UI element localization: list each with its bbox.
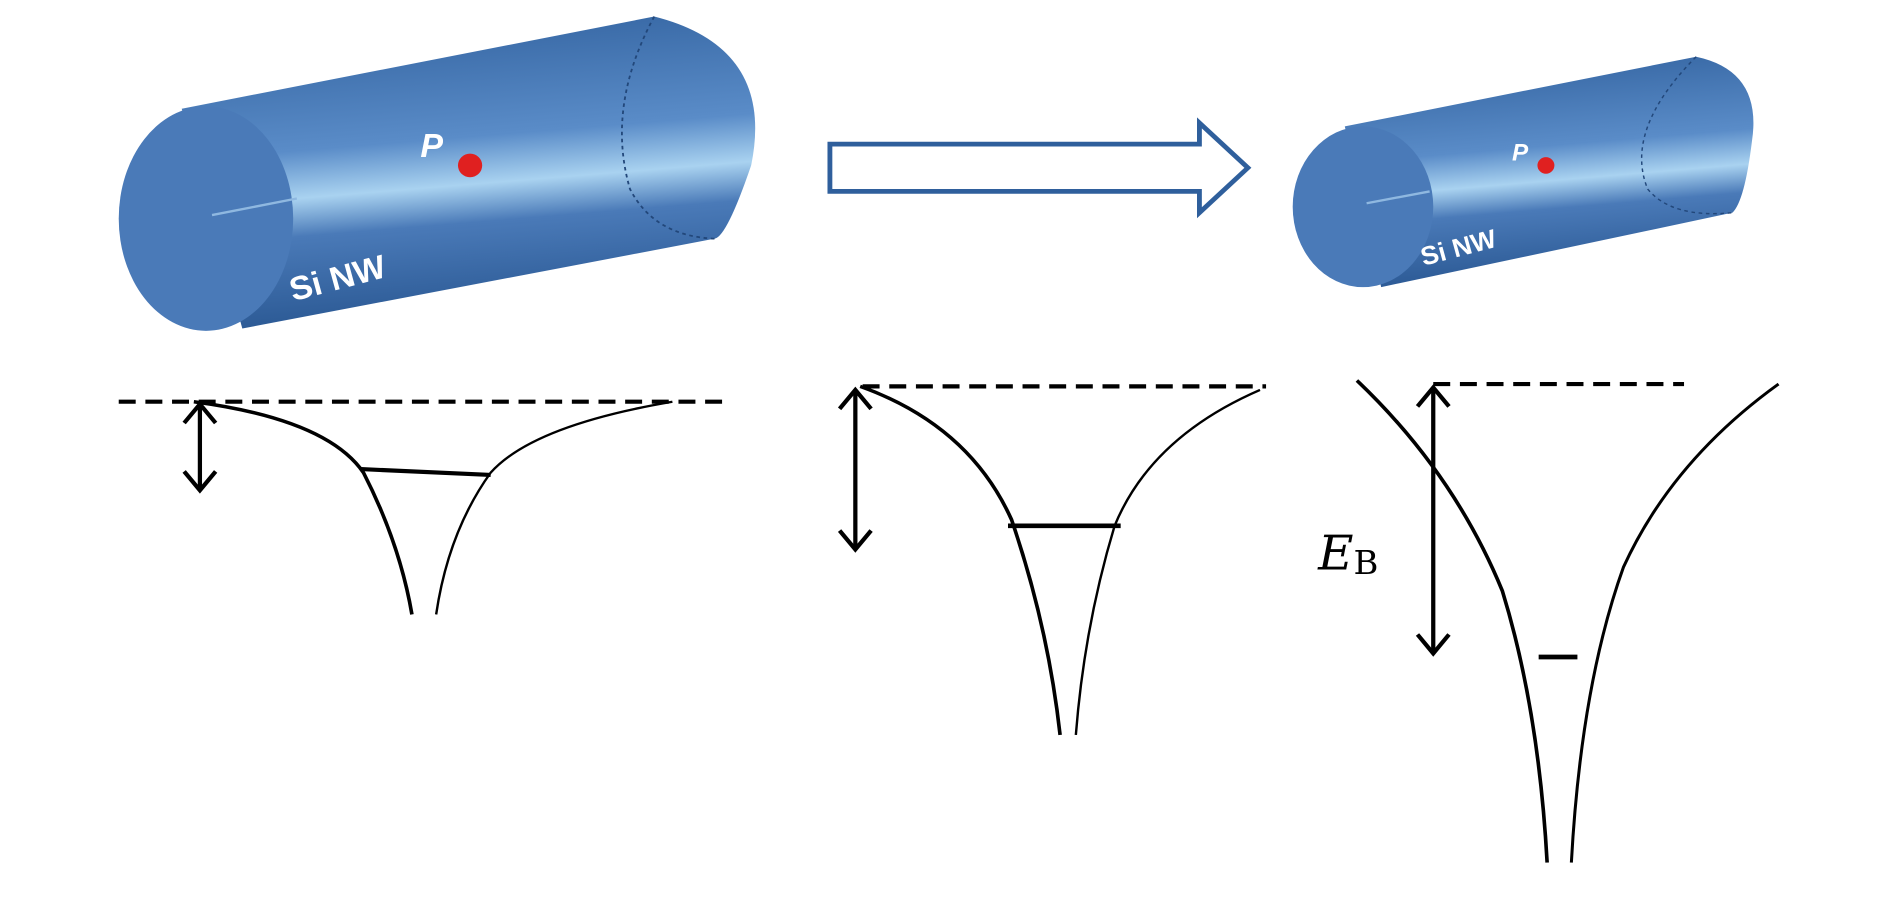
well-left-wall — [193, 399, 414, 615]
potential-well-2 — [837, 384, 1267, 736]
far-cap-outline — [1640, 56, 1733, 215]
double-arrow-icon — [182, 400, 218, 494]
well-left-wall — [1355, 379, 1549, 863]
far-cap-outline — [621, 16, 715, 240]
well-right-wall — [1074, 388, 1261, 736]
dopant-atom — [457, 153, 483, 178]
potential-well-1 — [118, 399, 725, 615]
near-cap — [118, 106, 294, 331]
dopant-label: P — [420, 129, 443, 166]
small-nanowire: P Si NW — [1292, 56, 1754, 288]
dopant-label: P — [1512, 140, 1528, 167]
axis-line — [1366, 190, 1430, 205]
hollow-arrow-icon — [827, 117, 1252, 219]
binding-energy-subscript: B — [1354, 544, 1379, 583]
near-cap — [1292, 126, 1434, 288]
large-nanowire: P Si NW — [118, 16, 756, 331]
axis-line — [211, 197, 298, 217]
potential-well-3: EB — [1317, 379, 1780, 863]
binding-energy-label: EB — [1317, 527, 1378, 582]
well-left-wall — [859, 384, 1062, 736]
binding-energy-symbol: E — [1317, 527, 1353, 581]
energy-level — [360, 467, 491, 478]
dopant-atom — [1537, 157, 1555, 174]
double-arrow-icon — [837, 386, 873, 553]
well-right-wall — [1569, 382, 1780, 863]
double-arrow-icon — [1415, 384, 1451, 657]
well-right-wall — [434, 400, 673, 615]
